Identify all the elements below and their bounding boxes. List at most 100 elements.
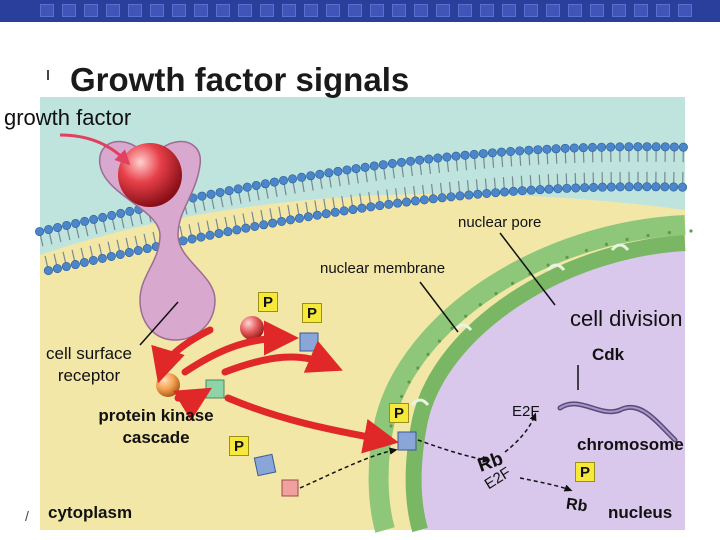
lipid-head [396, 157, 406, 167]
lipid-head [560, 143, 570, 153]
phosphorylated-receptor-site [240, 316, 264, 340]
lipid-head [624, 182, 634, 192]
lipid-head [142, 244, 152, 254]
lipid-head [455, 191, 465, 201]
top-bar-cell [370, 4, 384, 17]
lipid-head [312, 210, 322, 220]
label-cdk: Cdk [592, 345, 625, 364]
lipid-head [53, 223, 63, 233]
top-bar-cell [128, 4, 142, 17]
top-bar-cell [282, 4, 296, 17]
lipid-head [124, 247, 134, 257]
growth-factor-molecule [118, 143, 182, 207]
lipid-head [428, 194, 438, 204]
lipid-head [651, 142, 661, 152]
lipid-head [269, 177, 279, 187]
nuclear-envelope-inner [405, 235, 686, 533]
lipid-head [597, 142, 607, 152]
lipid-head [553, 184, 563, 194]
top-bar-cell [40, 4, 54, 17]
lipid-head [369, 161, 379, 171]
kinase-square-blue-3 [397, 431, 417, 451]
top-bar-cell [502, 4, 516, 17]
label-growth-factor: growth factor [4, 105, 132, 130]
growth-factor-arrow [59, 133, 131, 166]
lipid-head [197, 191, 207, 201]
lipid-head [297, 172, 307, 182]
top-bar-cell [392, 4, 406, 17]
lipid-head [615, 182, 625, 192]
envelope-dot [478, 302, 482, 307]
label-protein-kinase-cascade-line2: cascade [122, 428, 190, 447]
lipid-head [206, 189, 216, 199]
lipid-head [508, 186, 518, 196]
lipid-head [446, 192, 456, 202]
top-bar-cell [436, 4, 450, 17]
lipid-head [342, 165, 352, 175]
nuclear-envelope-outer [368, 215, 686, 533]
label-cell-surface-receptor-line1: cell surface [46, 344, 132, 363]
label-nuclear-pore: nuclear pore [458, 214, 542, 231]
lipid-head [107, 210, 117, 220]
lipid-head [606, 142, 616, 152]
lipid-head [387, 159, 397, 169]
lipid-head [487, 148, 497, 158]
top-bar-cell [194, 4, 208, 17]
lipid-head [324, 168, 334, 178]
lipid-head [660, 142, 670, 152]
kinase-square-green [205, 379, 225, 399]
label-cell-surface-receptor: cell surface receptor [28, 343, 150, 387]
lipid-head [116, 208, 126, 218]
lipid-head [351, 164, 361, 174]
envelope-dot [625, 237, 629, 241]
top-bar-cell [326, 4, 340, 17]
top-bar-cell [106, 4, 120, 17]
kinase-square-pink [281, 479, 299, 497]
lipid-head [242, 182, 252, 192]
lipid-head [669, 182, 679, 192]
lipid-head [71, 218, 81, 228]
kinase-molecule [156, 373, 180, 397]
lipid-head [277, 216, 287, 226]
lipid-head [378, 160, 388, 170]
lipid-head [205, 230, 215, 240]
lipid-head [97, 253, 107, 263]
lipid-head [437, 193, 447, 203]
lipid-head [460, 150, 470, 160]
lipid-head [406, 156, 416, 166]
label-cell-surface-receptor-line2: receptor [57, 366, 121, 385]
lipid-head [642, 142, 652, 152]
envelope-dot [407, 380, 411, 384]
lipid-head [478, 149, 488, 159]
lipid-head [43, 266, 53, 276]
lipid-head [562, 183, 572, 193]
lipid-head [642, 182, 652, 192]
envelope-dot [604, 242, 609, 246]
lipid-head [660, 182, 670, 192]
lipid-head [187, 234, 197, 244]
lipid-head [303, 212, 313, 222]
lipid-head [451, 151, 461, 161]
lipid-head [259, 220, 269, 230]
label-chromosome: chromosome [577, 435, 684, 454]
top-bar-cell [634, 4, 648, 17]
lipid-head [589, 182, 599, 192]
top-bar-cell [304, 4, 318, 17]
lipid-head [52, 264, 62, 274]
lipid-head [491, 188, 501, 198]
lipid-head [80, 216, 90, 226]
lipid-head [544, 184, 554, 194]
top-bar-cell [414, 4, 428, 17]
lipid-head [321, 209, 331, 219]
lipid-head [442, 152, 452, 162]
lipid-head [268, 218, 278, 228]
lipid-head [587, 142, 597, 152]
envelope-dot [584, 248, 589, 252]
lipid-head [224, 186, 234, 196]
top-bar-cell [150, 4, 164, 17]
lipid-head [348, 205, 358, 215]
lipid-head [62, 220, 72, 230]
lipid-head [473, 189, 483, 199]
lipid-head [241, 223, 251, 233]
lipid-head [464, 190, 474, 200]
